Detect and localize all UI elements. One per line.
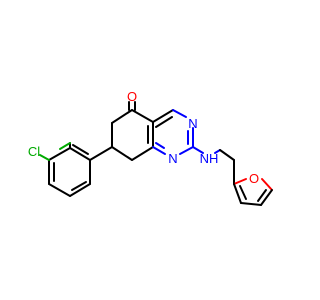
chlorine-label: Cl — [28, 144, 40, 159]
bond — [69, 147, 91, 161]
bond — [233, 178, 247, 185]
bond — [219, 149, 235, 161]
atom-labels: O N N NH O Cl — [28, 89, 259, 186]
bond — [260, 189, 273, 206]
bond — [152, 146, 166, 155]
bond — [59, 142, 71, 150]
bond — [111, 146, 133, 161]
bond — [155, 116, 173, 128]
ring-nitrogen-3-label: N — [188, 116, 197, 131]
bond — [172, 109, 187, 118]
bond — [131, 146, 154, 161]
bond — [48, 147, 71, 161]
bond — [72, 144, 89, 155]
amine-nh-label: NH — [200, 151, 219, 166]
bond — [261, 178, 273, 191]
bond — [192, 146, 204, 154]
bond — [239, 185, 247, 200]
ring-nitrogen-1-label: N — [168, 151, 177, 166]
bond — [240, 202, 262, 206]
bond — [152, 109, 174, 123]
pyrimidine-ring — [152, 109, 204, 155]
bond — [111, 109, 133, 124]
chlorophenyl-group — [39, 142, 113, 197]
bond — [71, 181, 87, 191]
bond — [69, 183, 91, 197]
bond — [131, 109, 154, 123]
cyclohexanone-ring — [111, 101, 154, 161]
bond — [257, 189, 267, 202]
chemical-structure-diagram: O N N NH O Cl — [28, 89, 273, 206]
ketone-oxygen-label: O — [127, 89, 137, 104]
bond — [233, 183, 242, 204]
furan-oxygen-label: O — [249, 171, 259, 186]
furfuryl-group — [214, 149, 273, 206]
bond — [39, 154, 50, 161]
bond — [89, 146, 113, 161]
bond — [179, 146, 194, 155]
bond — [155, 142, 165, 149]
bond — [48, 183, 71, 197]
